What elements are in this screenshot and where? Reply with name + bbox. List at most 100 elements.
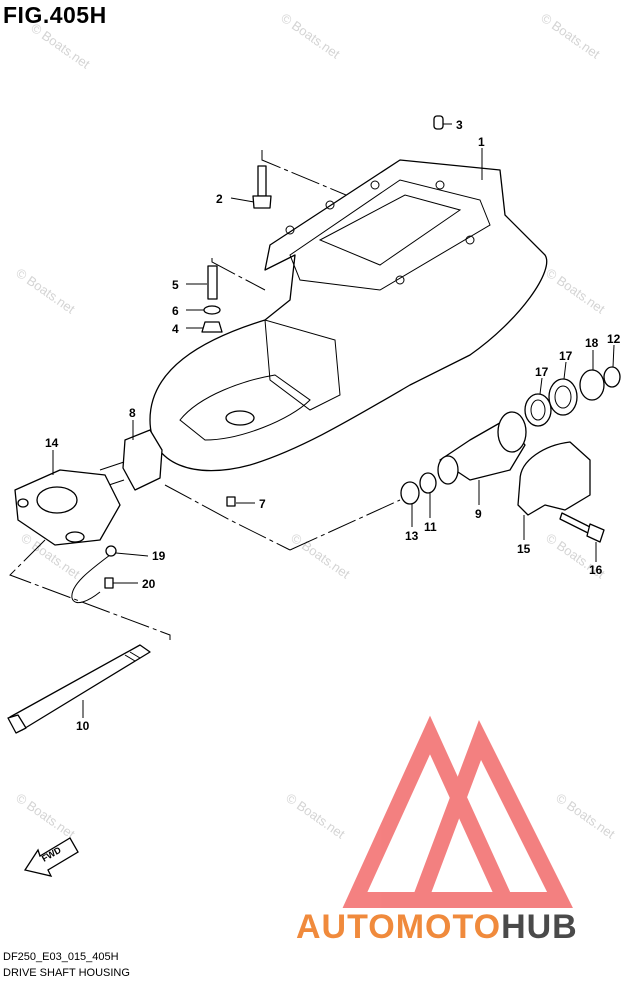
bolt-head bbox=[252, 195, 272, 209]
ring-17b-inner bbox=[554, 385, 572, 409]
callout-5: 5 bbox=[172, 278, 179, 292]
stud-bolt bbox=[207, 265, 218, 300]
clamp-bore bbox=[36, 486, 78, 514]
leader-lines bbox=[52, 123, 615, 718]
mount-bolt-head bbox=[586, 523, 605, 543]
watermark: © Boats.net bbox=[283, 790, 348, 842]
callout-3: 3 bbox=[456, 118, 463, 132]
dowel-pin bbox=[433, 115, 444, 130]
housing-bolt-hole bbox=[395, 275, 405, 285]
ground-wire bbox=[71, 554, 111, 604]
leader-17b bbox=[563, 361, 567, 380]
wire-terminal bbox=[105, 545, 117, 557]
bolt-shank bbox=[257, 165, 267, 197]
guide-lines bbox=[9, 150, 401, 640]
callout-8: 8 bbox=[129, 406, 136, 420]
guide-line bbox=[211, 258, 266, 291]
housing-outline bbox=[149, 159, 548, 472]
brand-name-primary: AUTOMOTO bbox=[296, 908, 501, 946]
long-rod bbox=[7, 644, 151, 734]
rod-end bbox=[7, 714, 27, 734]
mount-bolt bbox=[559, 512, 605, 543]
callout-17a: 17 bbox=[535, 365, 549, 379]
small-bolt bbox=[226, 496, 236, 507]
leader-2 bbox=[230, 197, 255, 203]
figure-title: FIG.405H bbox=[3, 2, 107, 28]
callout-12: 12 bbox=[607, 332, 621, 346]
callout-15: 15 bbox=[517, 542, 531, 556]
callout-13: 13 bbox=[405, 529, 419, 543]
watermark: © Boats.net bbox=[538, 10, 603, 62]
drive-shaft-housing bbox=[149, 159, 548, 472]
mount-bolt-shank bbox=[559, 512, 593, 535]
figure-name: DRIVE SHAFT HOUSING bbox=[3, 967, 130, 979]
callout-20: 20 bbox=[142, 577, 156, 591]
callout-1: 1 bbox=[478, 135, 485, 149]
callout-19: 19 bbox=[152, 549, 166, 563]
rod-thread bbox=[129, 651, 141, 659]
callouts: 1 2 3 4 5 6 7 8 9 10 11 12 13 14 15 16 1… bbox=[45, 118, 621, 733]
callout-2: 2 bbox=[216, 192, 223, 206]
ring-17a-inner bbox=[530, 399, 546, 421]
leader-17a bbox=[539, 377, 543, 395]
mount-neck bbox=[437, 455, 459, 485]
watermark: © Boats.net bbox=[13, 265, 78, 317]
guide-line bbox=[164, 484, 291, 551]
logo-triangle-right bbox=[408, 720, 573, 908]
watermark: © Boats.net bbox=[288, 530, 353, 582]
washer-18 bbox=[579, 369, 605, 401]
washer-12 bbox=[603, 366, 621, 388]
callout-7: 7 bbox=[259, 497, 266, 511]
callout-9: 9 bbox=[475, 507, 482, 521]
housing-hole bbox=[225, 410, 255, 426]
watermark: © Boats.net bbox=[543, 265, 608, 317]
grommet-block bbox=[122, 429, 163, 491]
housing-bolt-hole bbox=[325, 200, 335, 210]
ring-17a bbox=[524, 393, 552, 427]
callout-10: 10 bbox=[76, 719, 90, 733]
mount-rubber bbox=[437, 411, 527, 485]
figure-code: DF250_E03_015_405H bbox=[3, 951, 119, 963]
housing-bolt-hole bbox=[285, 225, 295, 235]
guide-line bbox=[289, 499, 401, 551]
callout-17b: 17 bbox=[559, 349, 573, 363]
callout-18: 18 bbox=[585, 336, 599, 350]
ring-17b bbox=[548, 378, 578, 416]
callout-16: 16 bbox=[589, 563, 603, 577]
nut bbox=[201, 321, 223, 333]
leader-12 bbox=[612, 344, 615, 368]
housing-top-plate bbox=[289, 179, 491, 291]
callout-6: 6 bbox=[172, 304, 179, 318]
rod-thread bbox=[124, 654, 136, 662]
housing-plate bbox=[179, 374, 311, 441]
watermark: © Boats.net bbox=[553, 790, 618, 842]
mount-end bbox=[497, 411, 527, 453]
housing-column bbox=[264, 319, 341, 411]
housing-bolt-hole bbox=[435, 180, 445, 190]
fwd-arrow-shape bbox=[23, 837, 79, 877]
brand-logo bbox=[342, 715, 573, 908]
clamp-hole bbox=[17, 498, 29, 508]
clamp-bracket bbox=[14, 469, 121, 546]
guide-line bbox=[9, 539, 171, 640]
mount-cover bbox=[517, 441, 591, 516]
brand-name-secondary: HUB bbox=[501, 908, 578, 946]
housing-bolt-hole bbox=[370, 180, 380, 190]
fwd-arrow-icon: FWD bbox=[23, 837, 79, 877]
watermark: © Boats.net bbox=[278, 10, 343, 62]
housing-upper-cavity bbox=[318, 194, 462, 266]
clamp-hole bbox=[65, 531, 85, 543]
callout-14: 14 bbox=[45, 436, 59, 450]
guide-line bbox=[261, 150, 371, 206]
washer-11 bbox=[419, 472, 437, 494]
grommet-pin bbox=[99, 461, 125, 471]
bolt bbox=[252, 165, 272, 209]
housing-bolt-hole bbox=[465, 235, 475, 245]
washer-13 bbox=[400, 481, 420, 505]
leader-19 bbox=[115, 552, 149, 557]
screw bbox=[104, 577, 114, 589]
callout-11: 11 bbox=[424, 520, 437, 534]
washer bbox=[203, 305, 221, 315]
brand-name: AUTOMOTOHUB bbox=[296, 908, 578, 946]
